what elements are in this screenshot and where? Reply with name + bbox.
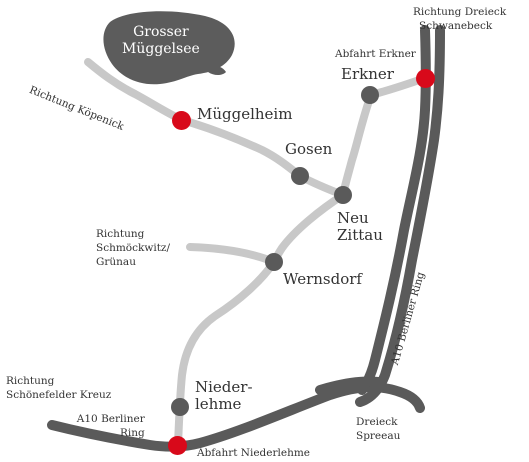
lake-label-line1: Grosser	[133, 24, 189, 40]
town-label-niederlehme-line2: lehme	[195, 395, 242, 414]
motorway-a10-main	[47, 382, 425, 452]
motorway-a10-north-east	[357, 25, 431, 395]
direction-label-dreieck-schwanebeck-line2: Schwanebeck	[419, 20, 493, 33]
town-label-erkner: Erkner	[341, 65, 394, 83]
motorway-dreieck-spreeau-link	[315, 376, 383, 395]
lake-inlet	[208, 65, 226, 75]
direction-label-schoenefelder-line1: Richtung	[6, 375, 55, 387]
motorway-label-dreieck-spreeau-line2: Spreeau	[356, 430, 401, 443]
town-dot-gosen	[291, 167, 309, 185]
direction-label-dreieck-schwanebeck: Richtung Dreieck Schwanebeck	[413, 5, 506, 33]
motorway-a10-north-west	[355, 25, 445, 407]
town-label-niederlehme: Nieder- lehme	[195, 378, 253, 414]
lake-label-line2: Müggelsee	[122, 40, 200, 57]
direction-label-schmoeckwitz-line1: Richtung	[96, 228, 145, 240]
town-dot-niederlehme	[171, 398, 189, 416]
road-neu-zittau-wernsdorf	[270, 191, 347, 266]
road-erkner-neu-zittau	[339, 91, 375, 199]
direction-label-schoenefelder-kreuz: Richtung Schönefelder Kreuz	[6, 374, 111, 402]
town-dot-erkner	[361, 86, 379, 104]
junction-dot-abfahrt-erkner	[416, 69, 435, 88]
motorway-label-a10-west-line2: Ring	[120, 427, 145, 440]
direction-label-schoenefelder-line2: Schönefelder Kreuz	[6, 389, 112, 402]
town-label-niederlehme-line1: Nieder-	[195, 378, 253, 396]
town-label-wernsdorf: Wernsdorf	[283, 270, 362, 288]
motorway-label-dreieck-spreeau-line1: Dreieck	[356, 416, 398, 428]
road-schmoeckwitz-wernsdorf	[186, 243, 278, 266]
town-label-neu-zittau-line2: Zittau	[337, 226, 383, 245]
town-dot-wernsdorf	[265, 253, 283, 271]
town-label-gosen: Gosen	[285, 140, 333, 158]
direction-label-schmoeckwitz-line2: Schmöckwitz/	[96, 242, 170, 255]
motorway-label-dreieck-spreeau: Dreieck Spreeau	[356, 415, 400, 443]
lake-label: Grosser Müggelsee	[122, 24, 200, 58]
direction-label-dreieck-schwanebeck-line1: Richtung Dreieck	[413, 6, 507, 18]
junction-dot-mueggelheim	[172, 111, 191, 130]
town-label-neu-zittau: Neu Zittau	[337, 209, 383, 245]
lake-grosser-mueggelsee	[103, 11, 235, 85]
motorway-label-a10-west: A10 Berliner Ring	[70, 412, 145, 440]
direction-label-schmoeckwitz: Richtung Schmöckwitz/ Grünau	[96, 227, 170, 270]
town-label-mueggelheim: Müggelheim	[197, 105, 293, 123]
town-dot-neu-zittau	[334, 186, 352, 204]
junction-dot-abfahrt-niederlehme	[168, 436, 187, 455]
exit-label-erkner: Abfahrt Erkner	[335, 48, 416, 60]
road-koepenick-mueggelheim	[84, 58, 186, 124]
motorway-label-a10-west-line1: A10 Berliner	[76, 413, 145, 425]
exit-label-niederlehme: Abfahrt Niederlehme	[197, 447, 311, 459]
town-label-neu-zittau-line1: Neu	[337, 209, 369, 227]
direction-label-schmoeckwitz-line3: Grünau	[96, 256, 136, 269]
road-mueggelheim-gosen	[178, 116, 304, 180]
